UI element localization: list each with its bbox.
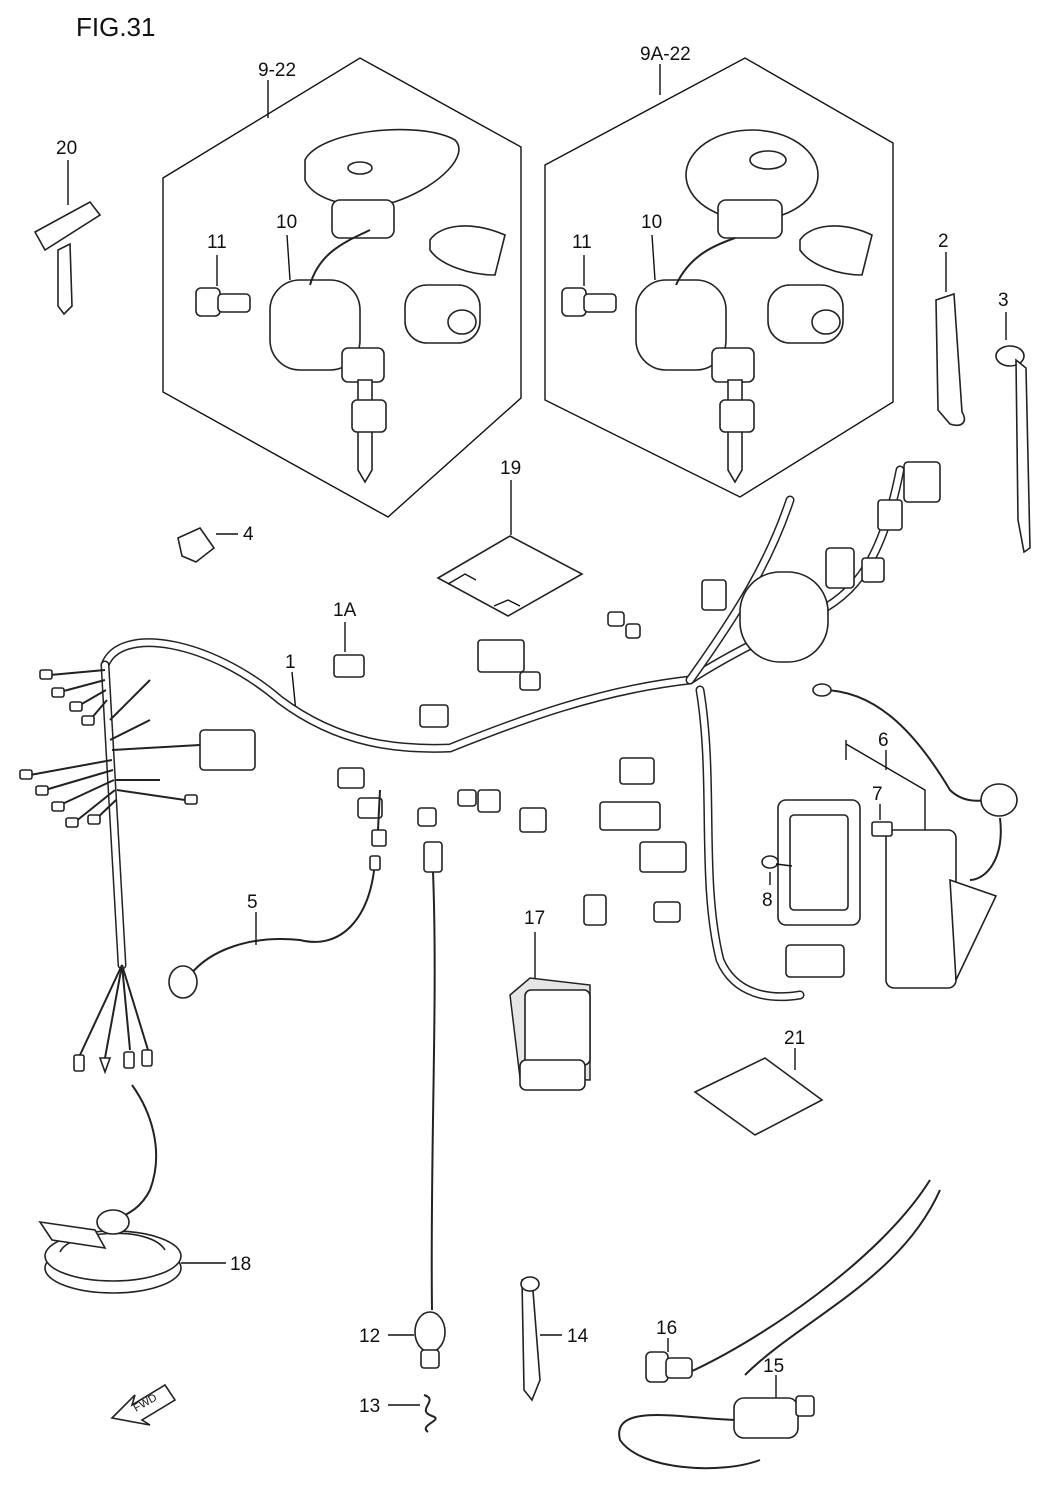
label-part-21: 21 [693,1028,824,1136]
key-part-20: 20 [33,138,102,316]
screw-part-8: 8 [761,855,793,911]
callout-15: 15 [763,1356,784,1377]
callout-10-right: 10 [641,212,662,233]
callout-9-22: 9-22 [258,60,296,81]
horn-part-18: 18 [38,964,251,1294]
callout-9A-22: 9A-22 [640,44,691,65]
callout-2: 2 [938,231,949,252]
fuse-part-1A: 1A [333,600,365,678]
callout-18: 18 [230,1254,251,1275]
spring-part-13: 13 [359,1394,437,1433]
callout-4: 4 [243,524,254,545]
callout-10-left: 10 [276,212,297,233]
callout-17: 17 [524,908,545,929]
sensor-part-15: 15 [618,1179,941,1470]
switch-part-12: 12 [359,841,446,1369]
clip-part-4: 4 [177,524,254,563]
callout-7: 7 [872,784,883,805]
unit-part-6: 6 [777,683,1018,989]
callout-3: 3 [998,290,1009,311]
callout-16: 16 [656,1318,677,1339]
cable-tie-part-3: 3 [995,290,1031,554]
label-part-19: 19 [436,458,584,617]
callout-21: 21 [784,1028,805,1049]
ignition-lock-set-right: 9A-22 11 10 [544,44,894,498]
callout-19: 19 [500,458,521,479]
lead-part-5: 5 [168,855,381,999]
callout-1A: 1A [333,600,357,621]
ignition-lock-set-left: 9-22 11 10 [162,57,522,518]
callout-20: 20 [56,138,77,159]
relay-part-17: 17 [509,908,591,1091]
callout-14: 14 [567,1326,589,1347]
callout-13: 13 [359,1396,380,1417]
callout-6: 6 [878,730,889,751]
callout-12: 12 [359,1326,380,1347]
forward-direction-arrow: FWD [110,1383,177,1426]
bolt-part-16: 16 [645,1318,693,1383]
callout-11-right: 11 [572,232,592,253]
fuse-part-7: 7 [871,784,893,837]
clamp-part-2: 2 [935,231,966,427]
figure-title: FIG.31 [76,12,155,42]
callout-8: 8 [762,890,773,911]
main-harness-part-1: 1 [19,461,941,1002]
callout-5: 5 [247,892,258,913]
callout-11-left: 11 [207,232,227,253]
bracket-part-14: 14 [520,1276,589,1402]
callout-1: 1 [285,652,296,673]
